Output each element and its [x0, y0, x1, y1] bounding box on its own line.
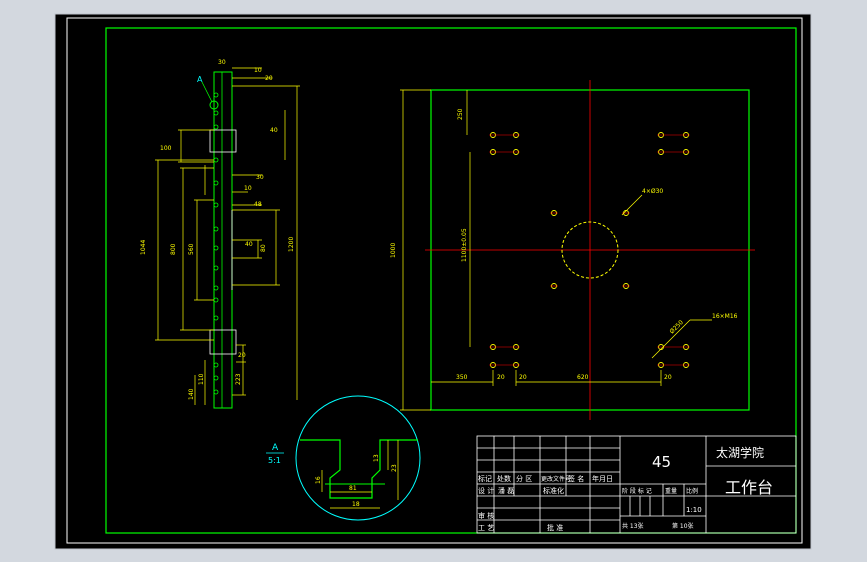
tb-sheet-total: 共 13张 — [622, 522, 644, 530]
detail-view: 13 23 81 16 18 — [295, 395, 421, 521]
tb-approve: 批 准 — [547, 523, 563, 532]
plate-dim-620: 620 — [577, 374, 589, 381]
detail-dim-16: 16 — [315, 476, 322, 484]
side-view-slot-bottom — [209, 329, 237, 355]
dim-40b: 40 — [245, 241, 253, 248]
detail-label: A 5:1 — [266, 443, 284, 465]
school-name: 太湖学院 — [716, 445, 764, 460]
dim-800: 800 — [170, 243, 177, 255]
dim-20-top: 20 — [265, 75, 273, 82]
tb-row-file: 更改文件号 — [541, 475, 571, 483]
tb-stage: 阶 段 标 记 — [622, 487, 652, 495]
tb-check: 审 核 — [478, 511, 494, 520]
dim-223: 223 — [235, 373, 242, 385]
dim-20: 20 — [238, 352, 246, 359]
plate-dim-hole-small: 16×M16 — [712, 313, 738, 320]
dim-100: 100 — [160, 145, 172, 152]
dim-30-top: 30 — [218, 59, 226, 66]
dim-560: 560 — [188, 243, 195, 255]
title-block-text: 标记 处数 分 区 更改文件号 签 名 年月日 设 计 潘 磊 标准化 阶 段 … — [478, 474, 702, 532]
detail-letter: A — [272, 443, 279, 453]
tb-scale-label: 比例 — [686, 487, 698, 495]
dim-40a: 40 — [270, 127, 278, 134]
sheet-outer-border — [66, 17, 803, 544]
tb-designer: 设 计 — [478, 486, 494, 495]
title-block — [476, 435, 797, 534]
side-view-slot-top — [209, 129, 237, 153]
plate-dimensions — [400, 89, 712, 411]
plate-dim-hole-big: 4×Ø30 — [642, 188, 663, 195]
plate-dim-1000: 1000 — [390, 243, 397, 258]
tb-weight: 重量 — [665, 487, 677, 495]
detail-dim-18: 18 — [352, 501, 360, 508]
dim-48: 48 — [254, 201, 262, 208]
sheet-inner-border — [105, 27, 797, 534]
dim-1044: 1044 — [140, 240, 147, 255]
detail-scale: 5:1 — [268, 456, 281, 465]
hole-crosses — [489, 134, 690, 366]
plate-view — [425, 80, 755, 420]
dim-80: 80 — [260, 244, 267, 252]
section-marker-a: A — [197, 75, 219, 110]
center-bore — [561, 221, 619, 279]
detail-dim-13: 13 — [373, 454, 380, 462]
tb-row-zone: 分 区 — [516, 474, 532, 483]
dim-30: 30 — [256, 174, 264, 181]
tb-row-date: 年月日 — [592, 474, 613, 483]
dim-140: 140 — [188, 388, 195, 400]
section-label: A — [197, 75, 203, 84]
tb-sheet-no: 第 10张 — [672, 522, 694, 530]
plate-dim-1100: 1100±0.05 — [461, 228, 468, 262]
tb-row-count: 处数 — [497, 474, 511, 483]
detail-circle — [295, 395, 421, 521]
plate-dim-20b: 20 — [519, 374, 527, 381]
tb-designer-name: 潘 磊 — [498, 486, 514, 495]
drawing-canvas[interactable] — [54, 13, 812, 550]
tb-row-sign: 签 名 — [568, 474, 584, 483]
dim-10: 10 — [244, 185, 252, 192]
plate-dim-250: 250 — [457, 108, 464, 120]
detail-dim-23: 23 — [391, 464, 398, 472]
dim-1200: 1200 — [288, 237, 295, 252]
side-holes — [213, 92, 219, 395]
tb-std: 标准化 — [543, 486, 564, 495]
tb-row-mark: 标记 — [478, 474, 492, 483]
detail-dim-81: 81 — [349, 485, 357, 492]
tb-craft: 工 艺 — [478, 524, 494, 532]
dim-10-top: 10 — [254, 67, 262, 74]
side-dimensions — [155, 67, 300, 405]
material: 45 — [652, 453, 671, 471]
plate-dim-20c: 20 — [664, 374, 672, 381]
detail-profile — [300, 439, 418, 499]
plate-dim-20a: 20 — [497, 374, 505, 381]
plate-dim-350: 350 — [456, 374, 468, 381]
dim-110: 110 — [198, 373, 205, 385]
tb-scale-value: 1:10 — [686, 506, 702, 514]
side-dim-texts: 30 10 20 40 100 30 10 48 1044 800 560 40… — [140, 59, 295, 400]
part-name: 工作台 — [725, 478, 773, 497]
